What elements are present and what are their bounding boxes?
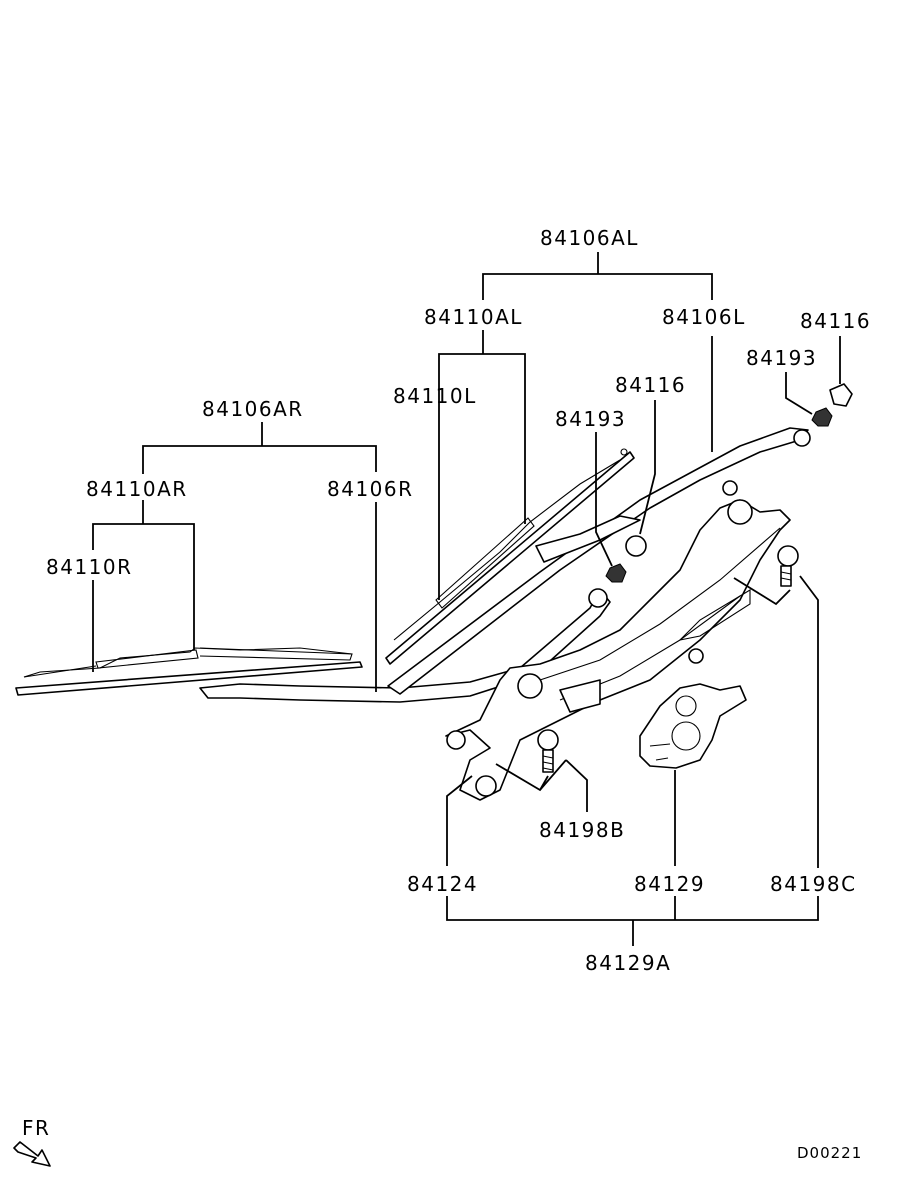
part-labels: 84106AL 84110AL 84106L 84116 84193 84116…: [46, 226, 871, 975]
label-84110ar: 84110AR: [86, 477, 188, 501]
label-84198b: 84198B: [539, 818, 625, 842]
label-84110al: 84110AL: [424, 305, 523, 329]
front-direction-indicator: FR: [13, 1116, 51, 1167]
label-84193-right: 84193: [746, 346, 817, 370]
arrow-down-right-icon: [13, 1141, 51, 1167]
label-84116-center: 84116: [615, 373, 686, 397]
label-84129a: 84129A: [585, 951, 671, 975]
front-direction-label: FR: [22, 1116, 50, 1140]
label-84106al: 84106AL: [540, 226, 639, 250]
leader-lines: [92, 252, 841, 946]
label-84110r: 84110R: [46, 555, 133, 579]
bolt-84198b: [537, 729, 559, 773]
left-wiper-blade: [385, 448, 635, 665]
label-84193-center: 84193: [555, 407, 626, 431]
label-84124: 84124: [407, 872, 478, 896]
label-84129: 84129: [634, 872, 705, 896]
label-84106ar: 84106AR: [202, 397, 304, 421]
label-84116-right: 84116: [800, 309, 871, 333]
label-84198c: 84198C: [770, 872, 857, 896]
diagram-code: D00221: [797, 1144, 862, 1162]
parts-illustration: [15, 383, 853, 801]
wiper-motor: [639, 683, 747, 769]
right-wiper-blade: [15, 647, 363, 696]
right-wiper-arm: [199, 588, 611, 703]
wiper-link-assembly: [445, 480, 791, 801]
label-84106l: 84106L: [662, 305, 746, 329]
label-84110l: 84110L: [393, 384, 477, 408]
cap-and-nut-set-right: [811, 383, 853, 427]
left-wiper-arm: [387, 427, 811, 695]
label-84106r: 84106R: [327, 477, 414, 501]
bolt-84198c: [777, 545, 799, 587]
cap-and-nut-set-center: [605, 535, 647, 583]
